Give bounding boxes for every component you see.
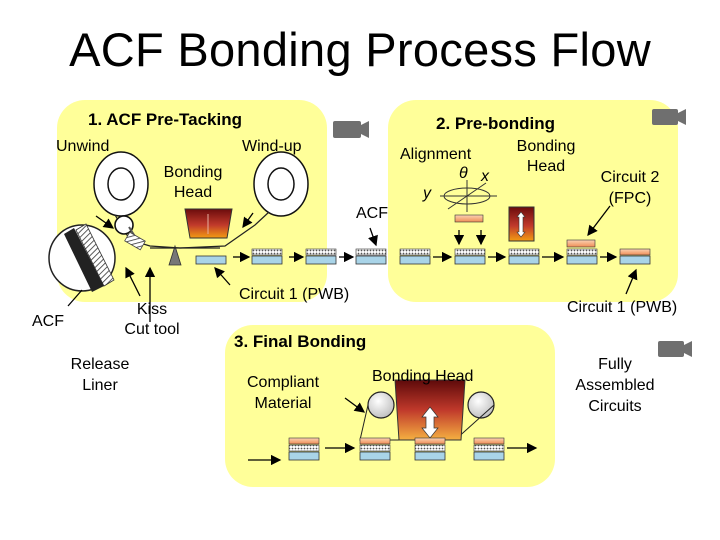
final-board-d [473, 437, 505, 461]
pre-tack-head-label-1: Bonding [163, 164, 223, 181]
circuit-2-label-2: (FPC) [608, 190, 652, 207]
pre-bond-board-c [508, 248, 540, 265]
tape-guide-roller [114, 215, 134, 235]
circuit-1-arrow-2 [625, 268, 638, 295]
final-board-c [414, 437, 446, 461]
compliant-roller-right [467, 391, 495, 419]
camera-icon [333, 121, 369, 138]
page-title: ACF Bonding Process Flow [69, 23, 651, 76]
kiss-cut-label-1: Kiss [136, 301, 168, 318]
circuit-2-arrow [587, 205, 611, 237]
aligned-pad-top [454, 214, 484, 223]
compliant-label-2: Material [254, 395, 312, 412]
release-liner-label-2: Liner [82, 377, 118, 394]
final-bonding-heading: 3. Final Bonding [234, 332, 367, 351]
circuit-1-label-1: Circuit 1 (PWB) [239, 286, 350, 303]
pre-bond-board-a [399, 248, 431, 265]
acf-tape-label: ACF [356, 205, 388, 222]
unwind-arrow [95, 215, 115, 229]
final-head-label: Bonding Head [372, 368, 474, 385]
pre-bond-board-e [619, 248, 651, 265]
acf-label-arrow [67, 289, 83, 307]
release-liner-label-1: Release [70, 356, 130, 373]
alignment-label: Alignment [400, 146, 472, 163]
compliant-roller-left [367, 391, 395, 419]
camera-icon [658, 341, 692, 357]
fully-assembled-label-1: Fully [598, 356, 632, 373]
camera-icon [652, 109, 686, 125]
pre-tacking-heading: 1. ACF Pre-Tacking [88, 110, 242, 129]
circuit-1-arrow-1 [214, 267, 231, 286]
final-board-b [359, 437, 391, 461]
acf-label: ACF [32, 313, 64, 330]
circuit-1-board-d [355, 248, 387, 265]
pre-bond-head-label-2: Head [526, 158, 566, 175]
circuit-1-label-2: Circuit 1 (PWB) [567, 299, 678, 316]
fully-assembled-label-3: Circuits [588, 398, 642, 415]
tape-support [168, 244, 182, 266]
pre-bond-head-label-1: Bonding [516, 138, 576, 155]
final-board-a [288, 437, 320, 461]
wind-up-arrow [242, 212, 254, 229]
kiss-cut-label-2: Cut tool [124, 321, 180, 338]
circuit-2-label-1: Circuit 2 [600, 169, 660, 186]
wind-up-reel [253, 151, 309, 217]
circuit-2-fpc-pad [566, 239, 596, 248]
compliant-arrow [344, 397, 366, 413]
pre-bond-board-b [454, 248, 486, 265]
unwind-reel [93, 151, 149, 217]
unwind-label: Unwind [56, 138, 110, 155]
pre-bond-board-d [566, 248, 598, 265]
fully-assembled-label-2: Assembled [575, 377, 655, 394]
wind-up-label: Wind-up [242, 138, 302, 155]
circuit-1-board-c [305, 248, 337, 265]
circuit-1-board-b [251, 248, 283, 265]
acf-tape-arrow [368, 227, 378, 247]
compliant-label-1: Compliant [246, 374, 320, 391]
theta-label: θ [459, 165, 468, 182]
circuit-1-board-a [195, 255, 227, 265]
alignment-crosshair [440, 180, 497, 212]
acf-magnified-view [48, 223, 116, 292]
pre-tack-head-label-2: Head [173, 184, 213, 201]
y-label: y [423, 185, 431, 202]
kiss-cut-arrow [125, 266, 141, 297]
pre-bonding-heading: 2. Pre-bonding [436, 114, 555, 133]
x-label: x [481, 168, 489, 185]
